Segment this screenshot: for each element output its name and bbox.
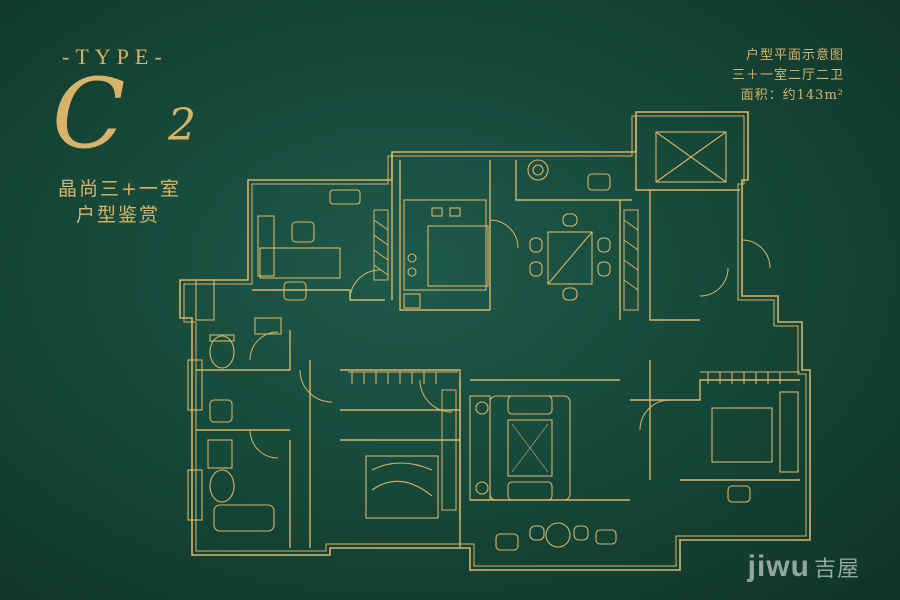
plan-info-area: 面积：约143m² <box>740 88 844 103</box>
shelves <box>373 209 639 511</box>
plan-info: 户型平面示意图 三＋一室二厅二卫 面积：约143m² <box>732 46 844 106</box>
bedroom-right-bed <box>700 371 800 503</box>
plan-info-rooms: 三＋一室二厅二卫 <box>731 68 844 83</box>
elevator <box>655 131 727 183</box>
type-letter: C <box>52 58 126 170</box>
type-number: 2 <box>168 100 196 151</box>
door-swings <box>249 219 771 459</box>
subtitle-line1: 晶尚三+一室 <box>58 178 181 200</box>
plan-info-title: 户型平面示意图 <box>745 48 844 63</box>
study-furniture <box>257 189 361 301</box>
watermark-brand-cn: 吉屋 <box>813 556 860 581</box>
living-room-sofa <box>469 395 571 501</box>
balcony-furniture <box>495 522 617 551</box>
type-label: -TYPE- <box>62 44 168 69</box>
watermark-brand: jiwu <box>747 550 810 583</box>
outer-walls <box>179 111 811 571</box>
interior-walls <box>196 116 800 548</box>
bathroom-fixtures <box>187 279 282 532</box>
master-bedroom-bed <box>348 371 458 519</box>
dining-table <box>527 159 611 301</box>
subtitle-line2: 户型鉴赏 <box>76 204 161 226</box>
kitchen <box>403 199 489 309</box>
